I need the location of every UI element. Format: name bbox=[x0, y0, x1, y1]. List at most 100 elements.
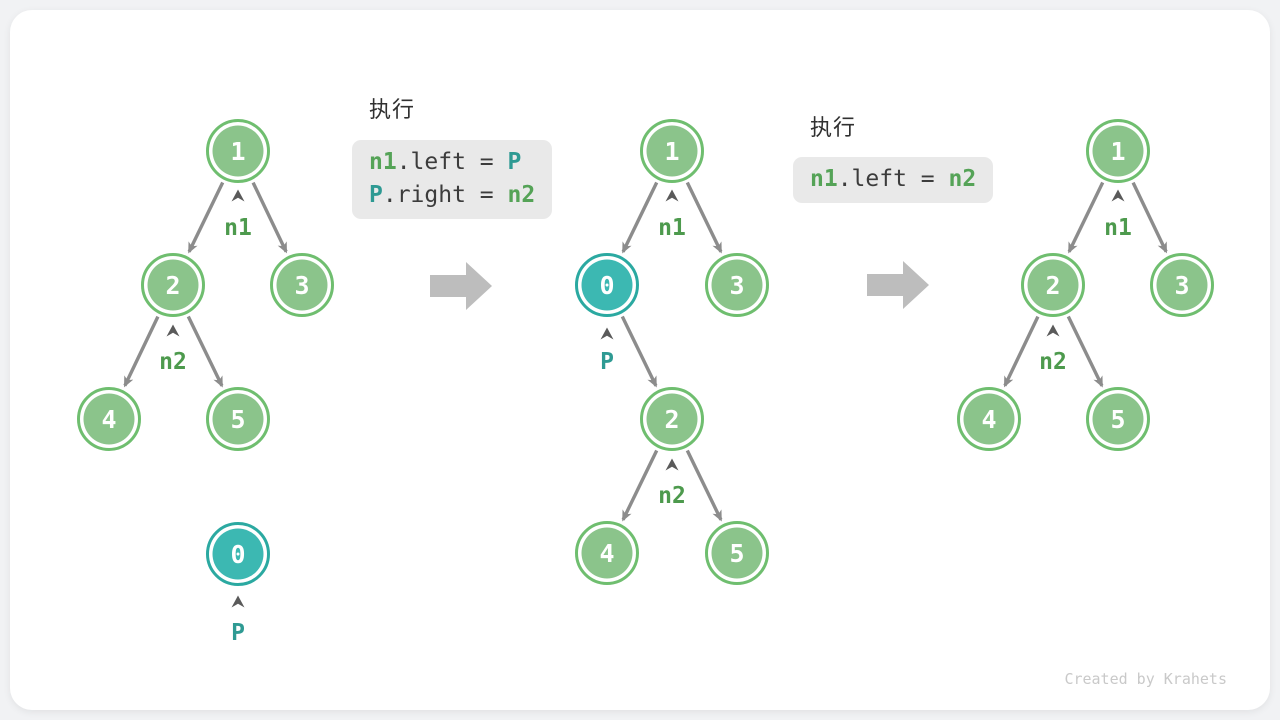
tree-node-4: 4 bbox=[957, 387, 1021, 451]
tree-edge bbox=[123, 315, 160, 388]
code-token-green: n2 bbox=[507, 182, 536, 208]
pointer-caret-icon bbox=[665, 458, 679, 471]
node-disc bbox=[212, 125, 264, 177]
tree-node-0: 0 bbox=[206, 522, 270, 586]
node-disc bbox=[1027, 259, 1079, 311]
code-token-plain: .right = bbox=[382, 182, 508, 208]
node-disc bbox=[646, 393, 698, 445]
code-line: n1.left = P bbox=[369, 146, 535, 179]
tree-edge bbox=[1066, 315, 1104, 388]
pointer-caret-icon bbox=[231, 595, 245, 608]
pointer-label-n1: n1 bbox=[224, 215, 252, 241]
watermark: Created by Krahets bbox=[1064, 670, 1227, 688]
node-value: 5 bbox=[1110, 405, 1125, 434]
node-value: 4 bbox=[599, 539, 614, 568]
tree-node-4: 4 bbox=[77, 387, 141, 451]
pointer-caret-icon bbox=[600, 327, 614, 340]
tree-node-0: 0 bbox=[575, 253, 639, 317]
node-value: 5 bbox=[729, 539, 744, 568]
tree-edge bbox=[1131, 181, 1168, 254]
code-token-teal: P bbox=[369, 182, 383, 208]
code-line: n1.left = n2 bbox=[810, 163, 976, 196]
pointer-caret-icon bbox=[166, 324, 180, 337]
node-value: 1 bbox=[230, 137, 245, 166]
node-value: 2 bbox=[165, 271, 180, 300]
code-token-plain: .left = bbox=[837, 166, 949, 192]
node-value: 1 bbox=[664, 137, 679, 166]
tree-edge bbox=[621, 181, 659, 254]
node-disc bbox=[147, 259, 199, 311]
tree-node-3: 3 bbox=[1150, 253, 1214, 317]
pointer-caret-icon bbox=[665, 189, 679, 202]
node-disc bbox=[1156, 259, 1208, 311]
node-disc bbox=[963, 393, 1015, 445]
node-value: 2 bbox=[1045, 271, 1060, 300]
node-disc bbox=[1092, 125, 1144, 177]
node-value: 0 bbox=[599, 271, 614, 300]
node-disc bbox=[581, 259, 633, 311]
tree-after-remove: 1 2 3 4 5 n1 n2 bbox=[957, 119, 1214, 451]
node-value: 3 bbox=[729, 271, 744, 300]
code-token-green: n1 bbox=[369, 149, 397, 175]
node-disc bbox=[1092, 393, 1144, 445]
tree-edge bbox=[685, 181, 723, 254]
node-value: 0 bbox=[230, 540, 245, 569]
tree-edge bbox=[685, 449, 723, 522]
node-disc bbox=[212, 393, 264, 445]
pointer-label-n2: n2 bbox=[658, 483, 686, 509]
tree-node-1: 1 bbox=[206, 119, 270, 183]
node-disc bbox=[711, 259, 763, 311]
block-arrow-icon bbox=[867, 261, 929, 309]
exec-label-2: 执行 bbox=[810, 116, 857, 141]
code-token-plain: .left = bbox=[396, 149, 508, 175]
code-token-green: n1 bbox=[810, 166, 838, 192]
tree-edge bbox=[186, 315, 224, 388]
node-disc bbox=[711, 527, 763, 579]
node-value: 5 bbox=[230, 405, 245, 434]
tree-edge bbox=[621, 449, 659, 522]
node-value: 3 bbox=[294, 271, 309, 300]
pointer-caret-icon bbox=[231, 189, 245, 202]
pointer-label-n1: n1 bbox=[658, 215, 686, 241]
node-disc bbox=[212, 528, 264, 580]
exec-panel-2: 执行 n1.left = n2 bbox=[793, 116, 994, 203]
node-disc bbox=[581, 527, 633, 579]
node-disc bbox=[83, 393, 135, 445]
tree-edge bbox=[620, 315, 658, 388]
exec-label-1: 执行 bbox=[369, 98, 416, 123]
node-value: 2 bbox=[664, 405, 679, 434]
code-token-teal: P bbox=[507, 149, 522, 175]
tree-edge bbox=[187, 181, 225, 254]
code-box-2: n1.left = n2 bbox=[793, 157, 994, 203]
pointer-caret-icon bbox=[1111, 189, 1125, 202]
node-disc bbox=[276, 259, 328, 311]
tree-edge bbox=[1003, 315, 1040, 388]
block-arrow-icon bbox=[430, 262, 492, 310]
pointer-label-P: P bbox=[600, 349, 614, 375]
node-value: 3 bbox=[1174, 271, 1189, 300]
code-line: P.right = n2 bbox=[369, 179, 535, 212]
pointer-label-n2: n2 bbox=[159, 349, 187, 375]
tree-node-3: 3 bbox=[270, 253, 334, 317]
pointer-label-n2: n2 bbox=[1039, 349, 1067, 375]
pointer-label-n1: n1 bbox=[1104, 215, 1132, 241]
node-value: 1 bbox=[1110, 137, 1125, 166]
tree-node-4: 4 bbox=[575, 521, 639, 585]
tree-node-2: 2 bbox=[141, 253, 205, 317]
tree-edge bbox=[251, 181, 288, 254]
tree-node-1: 1 bbox=[1086, 119, 1150, 183]
tree-node-5: 5 bbox=[705, 521, 769, 585]
pointer-caret-icon bbox=[1046, 324, 1060, 337]
tree-node-3: 3 bbox=[705, 253, 769, 317]
pointer-label-P: P bbox=[231, 620, 245, 646]
node-disc bbox=[646, 125, 698, 177]
tree-before-insert: 1 2 3 4 5 0 n1 n2P bbox=[77, 119, 334, 646]
tree-edge bbox=[1067, 181, 1105, 254]
node-value: 4 bbox=[981, 405, 996, 434]
tree-node-2: 2 bbox=[1021, 253, 1085, 317]
